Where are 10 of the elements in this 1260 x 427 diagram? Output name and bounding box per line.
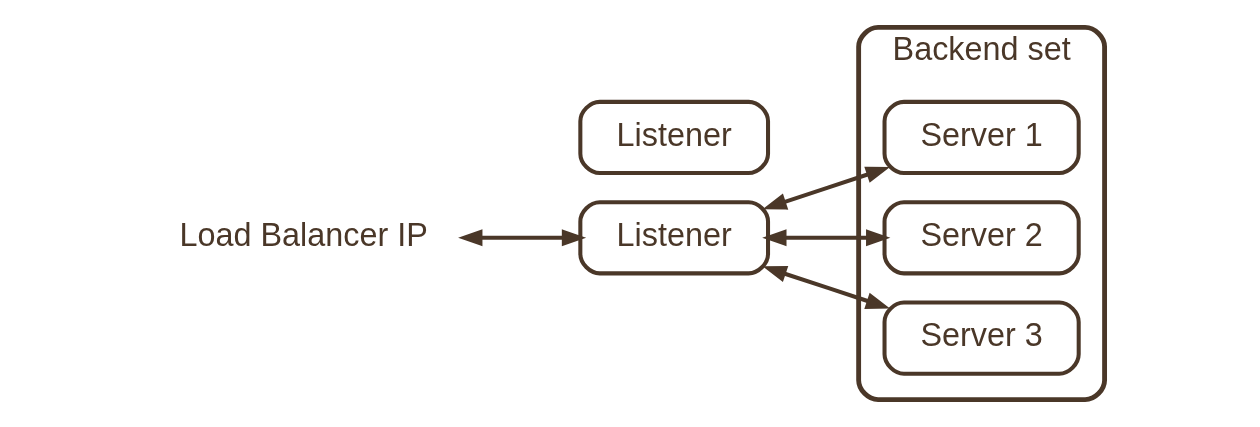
arrow [762,265,890,309]
node-box: Server 3 [882,300,1081,376]
arrow [762,166,890,210]
node-box: Listener [577,200,770,276]
node-box: Server 1 [882,99,1081,176]
node-box: Server 2 [882,200,1081,276]
arrow [761,229,890,247]
node-box: Listener [577,99,770,176]
node-text: Load Balancer IP [179,216,428,253]
arrow [457,229,586,247]
